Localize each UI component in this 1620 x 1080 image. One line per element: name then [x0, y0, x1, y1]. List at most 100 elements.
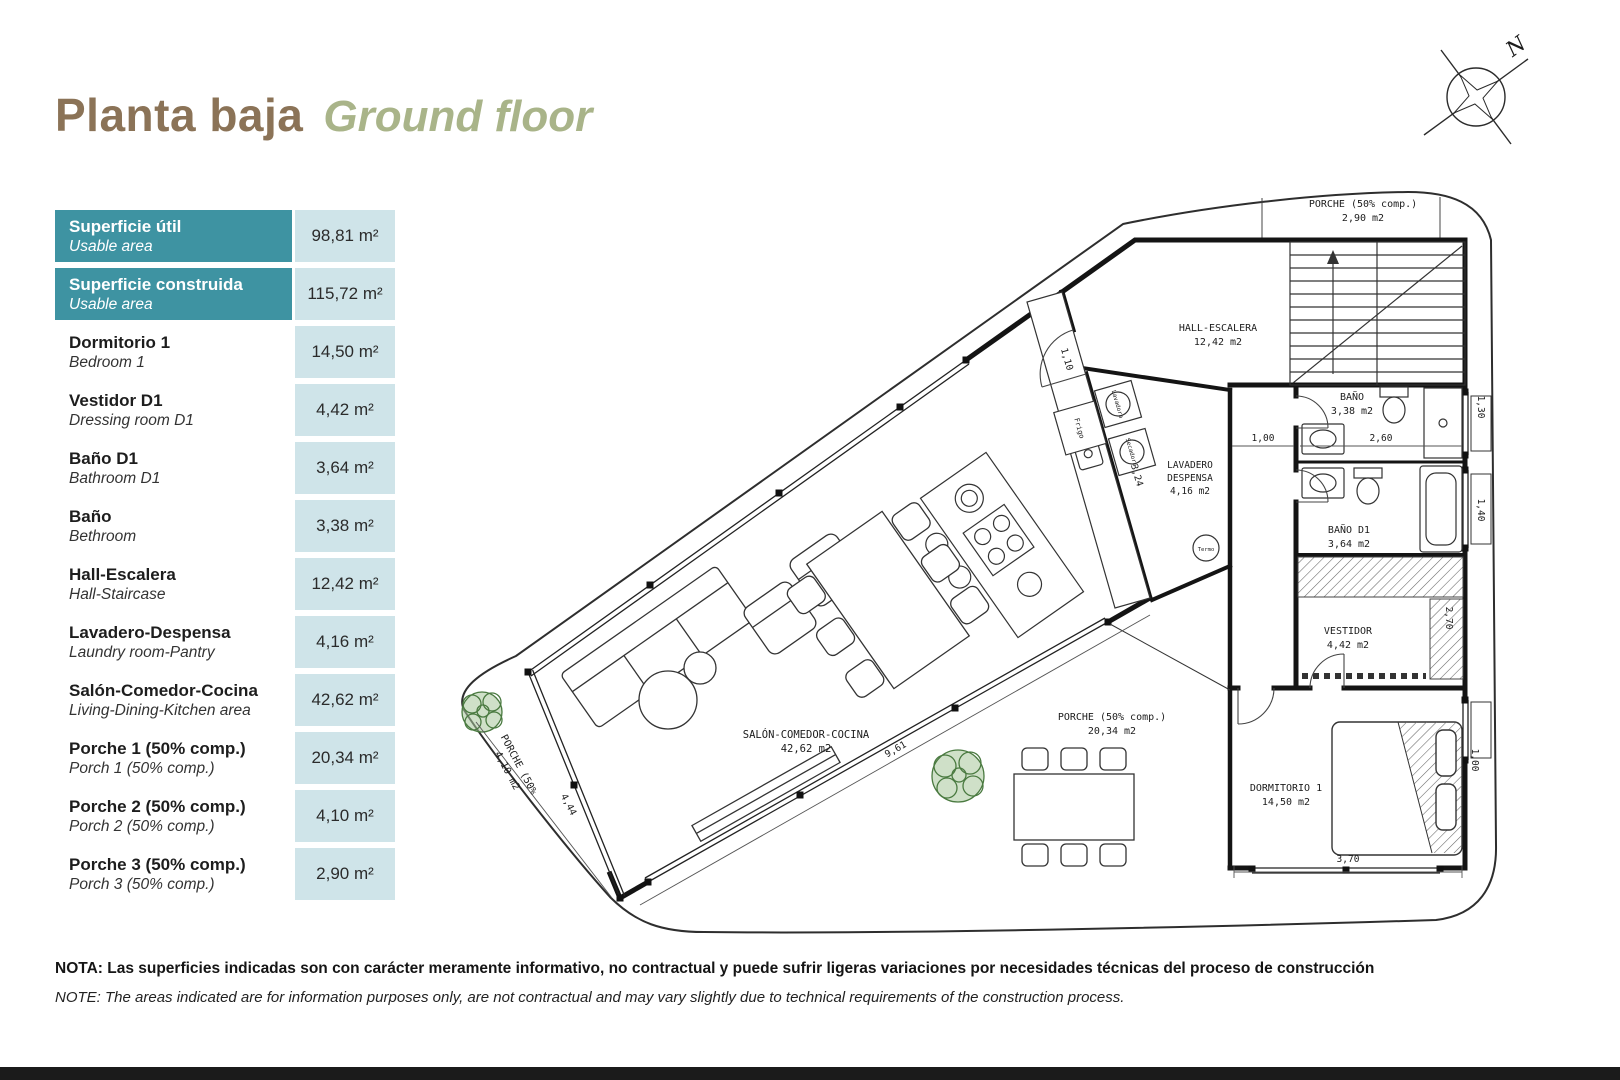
table-row-bathroom-d1: Baño D1 Bathroom D1 3,64 m² — [55, 442, 395, 494]
table-row-built-area: Superficie construida Usable area 115,72… — [55, 268, 395, 320]
windows — [527, 359, 1469, 899]
bathd1-sink — [1309, 473, 1337, 493]
row-label: Porche 3 (50% comp.) Porch 3 (50% comp.) — [55, 848, 292, 900]
table-row-bedroom1: Dormitorio 1 Bedroom 1 14,50 m² — [55, 326, 395, 378]
row-value: 98,81 m² — [295, 210, 395, 262]
wardrobe-hatch-top — [1297, 556, 1464, 598]
label-bath-name: BAÑO — [1340, 390, 1364, 403]
row-label-es: Salón-Comedor-Cocina — [69, 680, 258, 700]
outdoor-chair — [1060, 747, 1088, 771]
bathroom-fixtures — [1301, 386, 1463, 553]
bathd1-bathtub-inner — [1425, 472, 1457, 546]
wall-top — [962, 237, 1468, 364]
outdoor-table — [1013, 773, 1135, 841]
row-label: Superficie útil Usable area — [55, 210, 292, 262]
bed-pillow — [1435, 729, 1457, 777]
staircase — [1289, 241, 1466, 386]
dining-chair — [815, 617, 856, 657]
dim-window-1: 1,30 — [1475, 396, 1486, 419]
door-living — [1039, 329, 1087, 388]
page-title: Planta baja Ground floor — [55, 88, 592, 142]
row-label-es: Hall-Escalera — [69, 564, 176, 584]
wall-se-corner — [1104, 594, 1154, 626]
row-label: Baño D1 Bathroom D1 — [55, 442, 292, 494]
row-value: 4,42 m² — [295, 384, 395, 436]
row-label-es: Baño D1 — [69, 448, 138, 468]
row-label: Superficie construida Usable area — [55, 268, 292, 320]
row-label-es: Baño — [69, 506, 112, 526]
bath-toilet-tank — [1379, 386, 1409, 398]
table-row-hall-staircase: Hall-Escalera Hall-Staircase 12,42 m² — [55, 558, 395, 610]
row-value: 3,64 m² — [295, 442, 395, 494]
row-label: Vestidor D1 Dressing room D1 — [55, 384, 292, 436]
bed-throw-edge — [1397, 721, 1433, 854]
wall-lavadero-top — [1079, 365, 1233, 393]
bath-shower-drain — [1438, 418, 1448, 428]
row-label-es: Porche 1 (50% comp.) — [69, 738, 246, 758]
outdoor-chair — [1099, 747, 1127, 771]
label-laundry-name2: DESPENSA — [1167, 473, 1213, 484]
row-value: 42,62 m² — [295, 674, 395, 726]
row-label-en: Living-Dining-Kitchen area — [69, 701, 251, 719]
dim-wardrobe: 2,70 — [1443, 607, 1454, 630]
bedroom-furniture — [1331, 721, 1463, 856]
row-label-en: Porch 1 (50% comp.) — [69, 759, 215, 777]
window-sill-boxes — [1470, 395, 1492, 759]
label-porch1-name: PORCHE (50% comp.) — [1058, 712, 1166, 723]
outdoor-chair — [1021, 747, 1049, 771]
row-label-en: Bethroom — [69, 527, 137, 545]
disclaimer-english: NOTE: The areas indicated are for inform… — [55, 989, 1125, 1006]
dining-chair — [950, 585, 990, 625]
row-label-es: Superficie construida — [69, 274, 243, 294]
table-row-bathroom: Baño Bethroom 3,38 m² — [55, 500, 395, 552]
label-dressing-name: VESTIDOR — [1324, 626, 1373, 637]
dim-bedroom-width: 3,70 — [1337, 854, 1360, 865]
label-bathd1-name: BAÑO D1 — [1328, 523, 1370, 536]
row-label-es: Lavadero-Despensa — [69, 622, 231, 642]
coffee-table-small — [683, 651, 717, 685]
compass-star — [1453, 74, 1499, 120]
table-row-usable-area: Superficie útil Usable area 98,81 m² — [55, 210, 395, 262]
outdoor-chair — [1021, 843, 1049, 867]
footer-bar — [0, 1067, 1620, 1080]
dim-bath-width: 2,60 — [1370, 433, 1393, 444]
door-bath-d1 — [1295, 469, 1329, 503]
bath-sink — [1309, 429, 1337, 449]
dining-chair — [891, 502, 931, 541]
label-porch1-area: 20,34 m2 — [1088, 726, 1136, 737]
dining-chair — [786, 575, 826, 615]
stair-break-line — [1292, 245, 1463, 384]
row-label-en: Hall-Staircase — [69, 585, 166, 603]
row-label-es: Vestidor D1 — [69, 390, 163, 410]
table-row-porch3: Porche 3 (50% comp.) Porch 3 (50% comp.)… — [55, 848, 395, 900]
row-label: Porche 2 (50% comp.) Porch 2 (50% comp.) — [55, 790, 292, 842]
stair-direction-arrow — [1327, 250, 1339, 264]
wardrobe-hatch-right — [1429, 598, 1464, 680]
dim-bedroom-window: 1,00 — [1469, 749, 1480, 772]
row-value: 4,16 m² — [295, 616, 395, 668]
row-label-en: Usable area — [69, 237, 153, 255]
doors — [1039, 329, 1345, 725]
wardrobe — [1297, 556, 1464, 680]
bathd1-toilet-tank — [1353, 467, 1383, 479]
bathd1-toilet-bowl — [1356, 477, 1380, 505]
outdoor-chair — [1060, 843, 1088, 867]
row-label-es: Dormitorio 1 — [69, 332, 171, 352]
bath-toilet-bowl — [1382, 396, 1406, 424]
row-label-es: Superficie útil — [69, 216, 182, 236]
disclaimer-note: NOTA: Las superficies indicadas son con … — [55, 960, 1585, 1006]
row-label: Porche 1 (50% comp.) Porch 1 (50% comp.) — [55, 732, 292, 784]
tv-bench — [691, 745, 841, 843]
row-value: 12,42 m² — [295, 558, 395, 610]
bed-pillow — [1435, 783, 1457, 831]
tree-small — [461, 691, 503, 733]
label-porch3-name: PORCHE (50% comp.) — [1309, 199, 1417, 210]
dryer: Secadora — [1107, 427, 1157, 477]
window-bedroom-right — [1462, 700, 1469, 760]
label-hall-area: 12,42 m2 — [1194, 337, 1242, 348]
label-bedroom-area: 14,50 m2 — [1262, 797, 1310, 808]
label-living-name: SALÓN-COMEDOR-COCINA — [743, 728, 870, 741]
row-label: Lavadero-Despensa Laundry room-Pantry — [55, 616, 292, 668]
